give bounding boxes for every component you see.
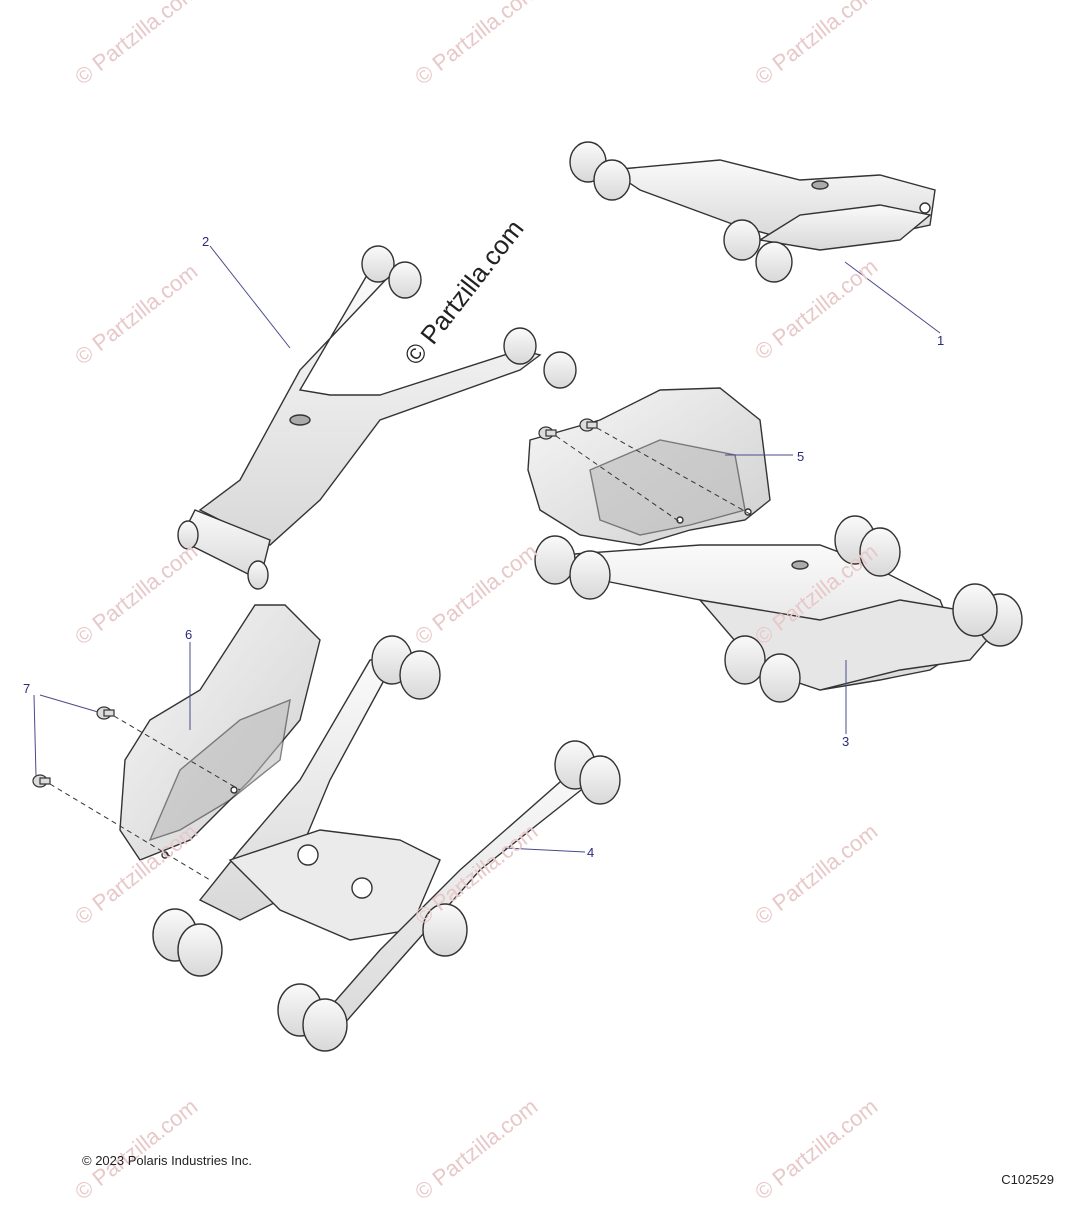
assembly-lines xyxy=(49,427,751,881)
callout-7: 7 xyxy=(23,681,31,696)
part-6-guard xyxy=(119,604,321,861)
callout-5: 5 xyxy=(797,449,805,464)
callout-6: 6 xyxy=(185,627,193,642)
part-2-upper-a-arm xyxy=(177,245,577,590)
callout-3: 3 xyxy=(842,734,850,749)
callout-1: 1 xyxy=(937,333,945,348)
part-3-lower-a-arm xyxy=(534,515,1023,703)
callout-4: 4 xyxy=(587,845,595,860)
reference-code: C102529 xyxy=(1001,1172,1054,1187)
part-7-bolts xyxy=(32,418,598,788)
leader-lines xyxy=(33,245,941,853)
part-4-lower-a-arm xyxy=(152,635,621,1052)
part-1-upper-a-arm xyxy=(569,141,936,283)
part-5-guard xyxy=(527,387,771,546)
copyright-text: © 2023 Polaris Industries Inc. xyxy=(82,1153,252,1168)
callout-2: 2 xyxy=(202,234,210,249)
